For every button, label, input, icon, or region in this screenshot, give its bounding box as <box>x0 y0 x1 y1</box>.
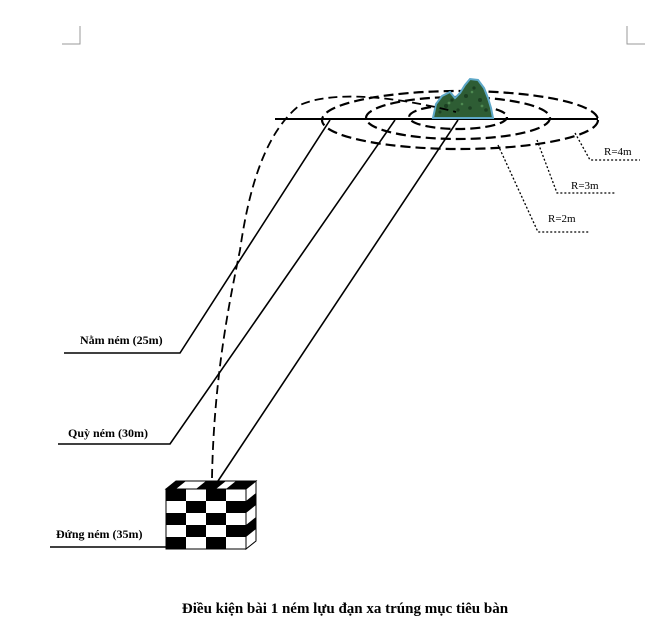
label-lying-throw: Nằm ném (25m) <box>80 333 163 347</box>
throw-line-kneeling <box>58 119 396 445</box>
standing-platform-icon <box>164 479 258 551</box>
label-kneeling-throw: Quỳ ném (30m) <box>68 426 148 440</box>
diagram-caption: Điều kiện bài 1 ném lựu đạn xa trúng mục… <box>182 601 509 617</box>
radius-leaders <box>497 132 640 233</box>
leader-r3 <box>536 139 616 194</box>
radius-label-r4: R=4m <box>604 146 632 158</box>
page-corner-marks <box>62 26 645 45</box>
ring-r4 <box>320 89 600 151</box>
label-standing-throw: Đứng ném (35m) <box>56 527 143 541</box>
leader-r4 <box>574 132 640 161</box>
throw-lines <box>50 119 459 548</box>
throw-line-standing <box>215 119 459 485</box>
radius-label-r3: R=3m <box>571 180 599 192</box>
target-area <box>275 77 600 151</box>
target-bush-icon <box>431 77 495 119</box>
radius-label-r2: R=2m <box>548 213 576 225</box>
throw-line-lying <box>64 119 331 354</box>
grenade-trajectory <box>211 95 457 479</box>
